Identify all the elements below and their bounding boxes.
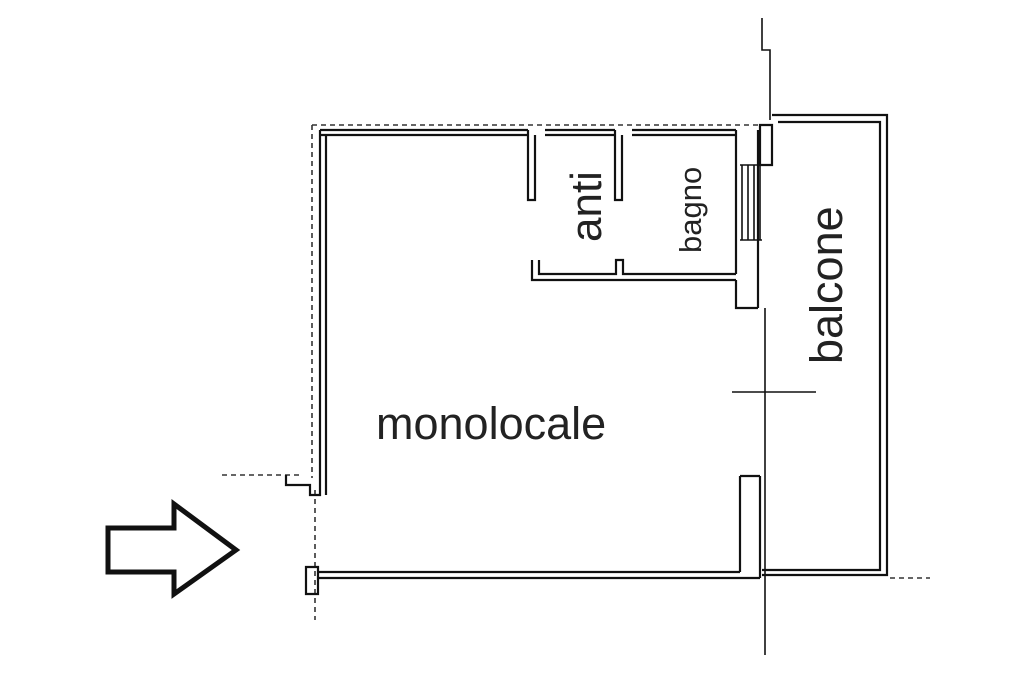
exterior-walls [284, 128, 760, 596]
room-label-anti: anti [562, 171, 611, 242]
interior-partitions [526, 130, 758, 310]
dashed-boundary-lines [222, 124, 930, 620]
balcony-wall [738, 123, 774, 578]
room-label-monolocale: monolocale [376, 398, 606, 449]
arrow-right-icon [105, 499, 241, 599]
room-label-bagno: bagno [673, 167, 708, 253]
balcony-outline [762, 113, 889, 577]
axis-line [732, 18, 816, 655]
room-label-balcone: balcone [801, 206, 852, 364]
